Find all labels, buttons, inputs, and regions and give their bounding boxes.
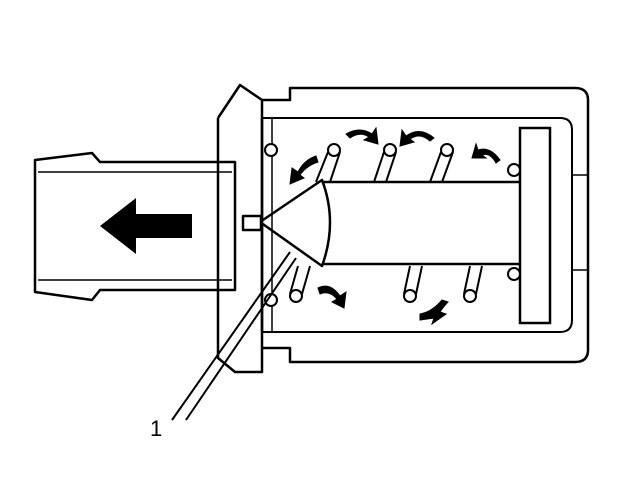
valve-plunger <box>320 180 524 266</box>
valve-housing <box>33 83 590 374</box>
callout-label-1: 1 <box>150 416 163 441</box>
airflow-arrow-icons <box>289 126 501 326</box>
spring-coils-top <box>264 143 521 183</box>
spring-coils-bottom <box>264 265 521 307</box>
flow-arrow-left-icon <box>100 198 192 254</box>
spring-retainer-plate <box>518 126 552 325</box>
valve-cone <box>241 178 332 268</box>
callout-leader-1 <box>171 251 297 421</box>
